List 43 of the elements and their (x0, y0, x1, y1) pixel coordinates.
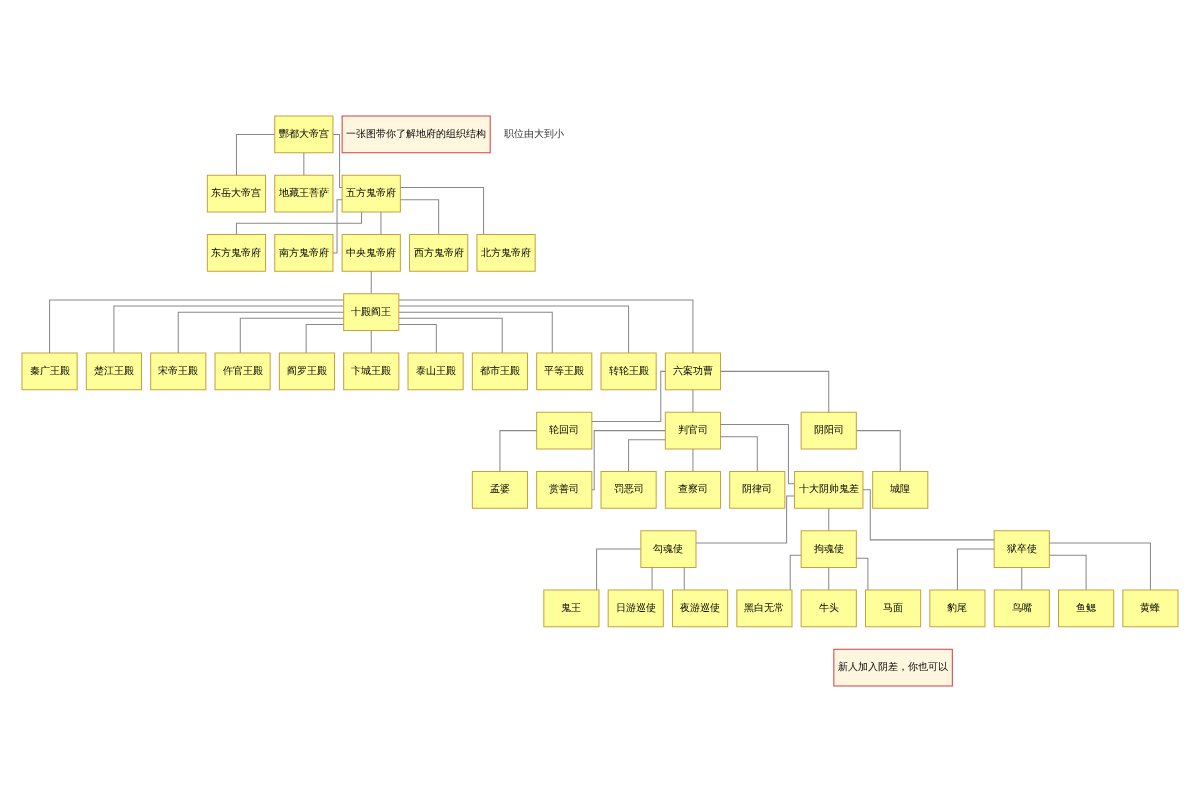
connector (720, 423, 795, 484)
connector (591, 429, 666, 490)
connector (720, 435, 758, 471)
connector (398, 316, 503, 353)
connector (683, 566, 685, 590)
connector (596, 547, 641, 590)
connector (651, 566, 653, 590)
connector (235, 210, 363, 234)
connector (862, 488, 995, 540)
connector (380, 210, 382, 234)
connector (695, 494, 795, 543)
connector (692, 447, 694, 471)
connector (398, 322, 437, 353)
connector (1021, 566, 1023, 590)
connector (398, 310, 553, 353)
connector (828, 506, 830, 530)
connector (720, 369, 830, 412)
connector (1048, 541, 1151, 590)
connector (113, 304, 344, 353)
connector (855, 556, 869, 590)
connector (398, 304, 630, 353)
connector (305, 322, 345, 353)
connector (239, 316, 344, 353)
connector (303, 151, 305, 175)
connector (828, 566, 830, 590)
connector (692, 388, 694, 412)
connector (398, 298, 694, 353)
connector (370, 269, 372, 294)
connector (332, 198, 343, 253)
connector (49, 298, 345, 353)
connector (591, 369, 666, 421)
connector (499, 429, 538, 471)
connector (399, 186, 485, 234)
connector (628, 438, 666, 471)
connector (400, 198, 440, 234)
connector (177, 310, 345, 353)
connector (956, 547, 995, 590)
connector (235, 132, 275, 175)
connector (332, 132, 343, 188)
connector (856, 429, 901, 471)
connector (789, 553, 802, 590)
connector (370, 329, 372, 353)
connector (1048, 553, 1087, 590)
